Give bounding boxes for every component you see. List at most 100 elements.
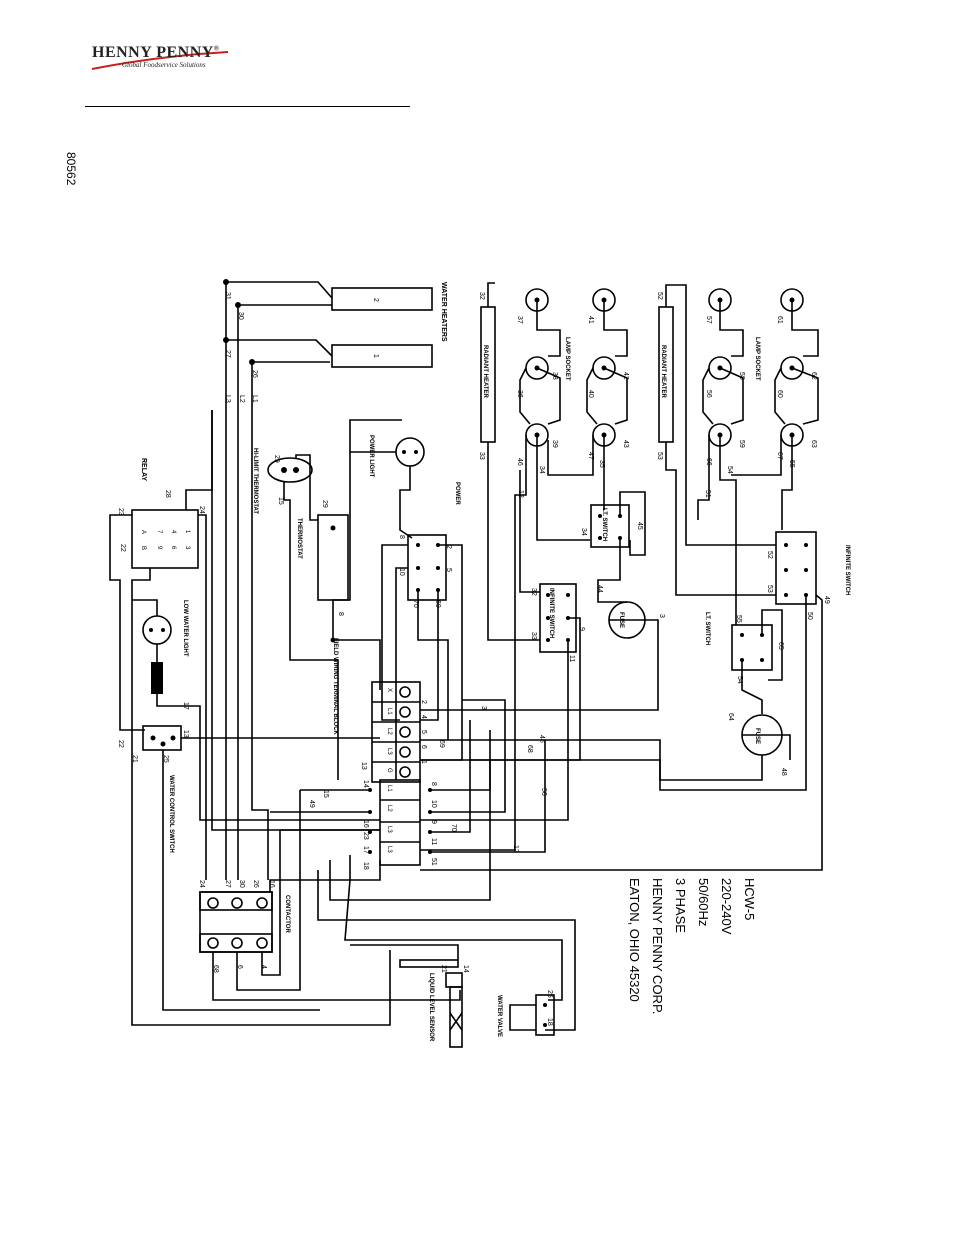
svg-text:22: 22: [119, 544, 126, 552]
svg-text:4: 4: [260, 965, 267, 969]
contactor-label: CONTACTOR: [284, 895, 290, 933]
svg-text:39: 39: [551, 440, 558, 448]
heater-1-label: 1: [372, 354, 379, 358]
svg-text:8: 8: [430, 782, 437, 786]
svg-text:6: 6: [236, 965, 243, 969]
svg-text:38: 38: [551, 372, 558, 380]
svg-text:11: 11: [568, 655, 575, 662]
relay-label: RELAY: [140, 458, 147, 481]
svg-text:47: 47: [587, 452, 594, 460]
svg-text:54: 54: [726, 466, 733, 474]
svg-text:46: 46: [538, 735, 545, 743]
power-switch: POWER 8 2 10 5 70 69: [381, 482, 463, 780]
svg-text:29: 29: [321, 500, 328, 508]
svg-text:14: 14: [362, 780, 369, 788]
svg-text:67: 67: [776, 452, 783, 460]
svg-text:L3: L3: [386, 826, 392, 833]
svg-text:6: 6: [170, 546, 176, 550]
svg-text:4: 4: [170, 530, 176, 534]
svg-text:L1: L1: [251, 395, 258, 403]
infinite-switch-left: INFINITE SWITCH 32 33 9 11 12 51: [420, 470, 711, 821]
power-light-label: POWER LIGHT: [368, 435, 374, 478]
svg-text:48: 48: [780, 768, 787, 776]
svg-text:18: 18: [362, 862, 369, 870]
contactor: CONTACTOR 24 27 30 26 16 68 6 4: [198, 790, 461, 1001]
fuse-top: FUSE 3: [420, 600, 665, 711]
low-water-light-label: LOW WATER LIGHT: [182, 600, 188, 657]
svg-text:35: 35: [598, 460, 605, 468]
svg-text:70: 70: [450, 824, 457, 832]
svg-text:9: 9: [430, 820, 437, 824]
radiant-heaters: RADIANT HEATER RADIANT HEATER 32 33 52 5…: [478, 282, 776, 641]
svg-text:29: 29: [273, 455, 280, 463]
svg-text:36: 36: [516, 390, 523, 398]
svg-text:40: 40: [587, 390, 594, 398]
svg-text:L2: L2: [386, 805, 392, 812]
svg-text:7: 7: [156, 530, 162, 534]
water-valve: WATER VALVE 25 18: [496, 990, 555, 1037]
svg-text:26: 26: [252, 880, 259, 888]
svg-text:32: 32: [478, 292, 485, 300]
svg-text:52: 52: [766, 551, 773, 559]
field-wiring-terminal-block: X L1 L2 L3 G FIELD WIRING TERMINAL BLOCK…: [332, 638, 545, 783]
liquid-level-sensor-label: LIQUID LEVEL SENSOR: [428, 973, 434, 1042]
liquid-level-sensor: LIQUID LEVEL SENSOR 21 14: [350, 944, 469, 1048]
logo-tagline: Global Foodservice Solutions: [122, 61, 206, 69]
svg-text:27: 27: [224, 880, 231, 888]
svg-text:65: 65: [777, 642, 784, 650]
svg-text:6: 6: [420, 745, 427, 749]
svg-text:L2: L2: [386, 728, 392, 735]
svg-text:A: A: [140, 530, 146, 534]
power-label: POWER: [454, 482, 460, 505]
svg-text:5: 5: [420, 730, 427, 734]
svg-text:L3: L3: [224, 395, 231, 403]
svg-text:15: 15: [322, 790, 329, 798]
svg-text:G: G: [386, 768, 392, 773]
svg-text:17: 17: [182, 702, 189, 710]
radiant-heater-label-right: RADIANT HEATER: [660, 345, 666, 399]
svg-text:69: 69: [438, 740, 445, 748]
header-divider: [85, 106, 410, 107]
svg-text:12: 12: [517, 490, 524, 498]
svg-text:51: 51: [704, 490, 711, 498]
logo-wordmark: HENNY PENNY®: [92, 44, 220, 61]
svg-text:53: 53: [656, 452, 663, 460]
svg-text:3: 3: [480, 706, 487, 710]
svg-text:44: 44: [596, 585, 603, 593]
svg-text:L1: L1: [386, 785, 392, 792]
svg-text:68: 68: [526, 745, 533, 753]
svg-text:21: 21: [440, 965, 447, 973]
svg-text:L3: L3: [386, 748, 392, 755]
svg-text:2: 2: [445, 545, 452, 549]
lamp-socket-label-left: LAMP SOCKET: [564, 337, 570, 381]
logo-swoosh-icon: [91, 51, 229, 70]
svg-text:30: 30: [237, 312, 244, 320]
svg-text:5: 5: [445, 568, 452, 572]
svg-text:63: 63: [810, 440, 817, 448]
svg-text:55: 55: [735, 615, 742, 623]
svg-text:41: 41: [587, 316, 594, 324]
svg-text:B: B: [140, 546, 146, 550]
svg-text:10: 10: [430, 800, 437, 808]
spec-block: HCW-5 220-240V 50/60Hz 3 PHASE HENNY PEN…: [627, 878, 757, 1015]
water-control-switch: WATER CONTROL SWITCH 13 22 21 25: [117, 725, 380, 1011]
svg-text:26: 26: [251, 370, 258, 378]
svg-text:59: 59: [738, 440, 745, 448]
svg-text:50: 50: [540, 788, 547, 796]
water-valve-label: WATER VALVE: [496, 995, 502, 1037]
svg-text:49: 49: [823, 596, 830, 604]
svg-text:L1: L1: [386, 708, 392, 715]
lamp-sockets-left: LAMP SOCKET 37 38 36 39 46 34 41 42 40 4…: [516, 288, 629, 541]
svg-text:1: 1: [184, 530, 190, 534]
power-light: POWER LIGHT: [332, 419, 425, 601]
svg-text:8: 8: [337, 612, 344, 616]
spec-voltage: 220-240V: [719, 878, 734, 935]
svg-text:L3: L3: [386, 846, 392, 853]
hi-limit-label: HI-LIMIT THERMOSTAT: [252, 448, 258, 514]
heater-2-label: 2: [372, 298, 379, 302]
spec-frequency: 50/60Hz: [696, 878, 711, 926]
svg-text:3: 3: [184, 546, 190, 550]
svg-text:58: 58: [738, 372, 745, 380]
